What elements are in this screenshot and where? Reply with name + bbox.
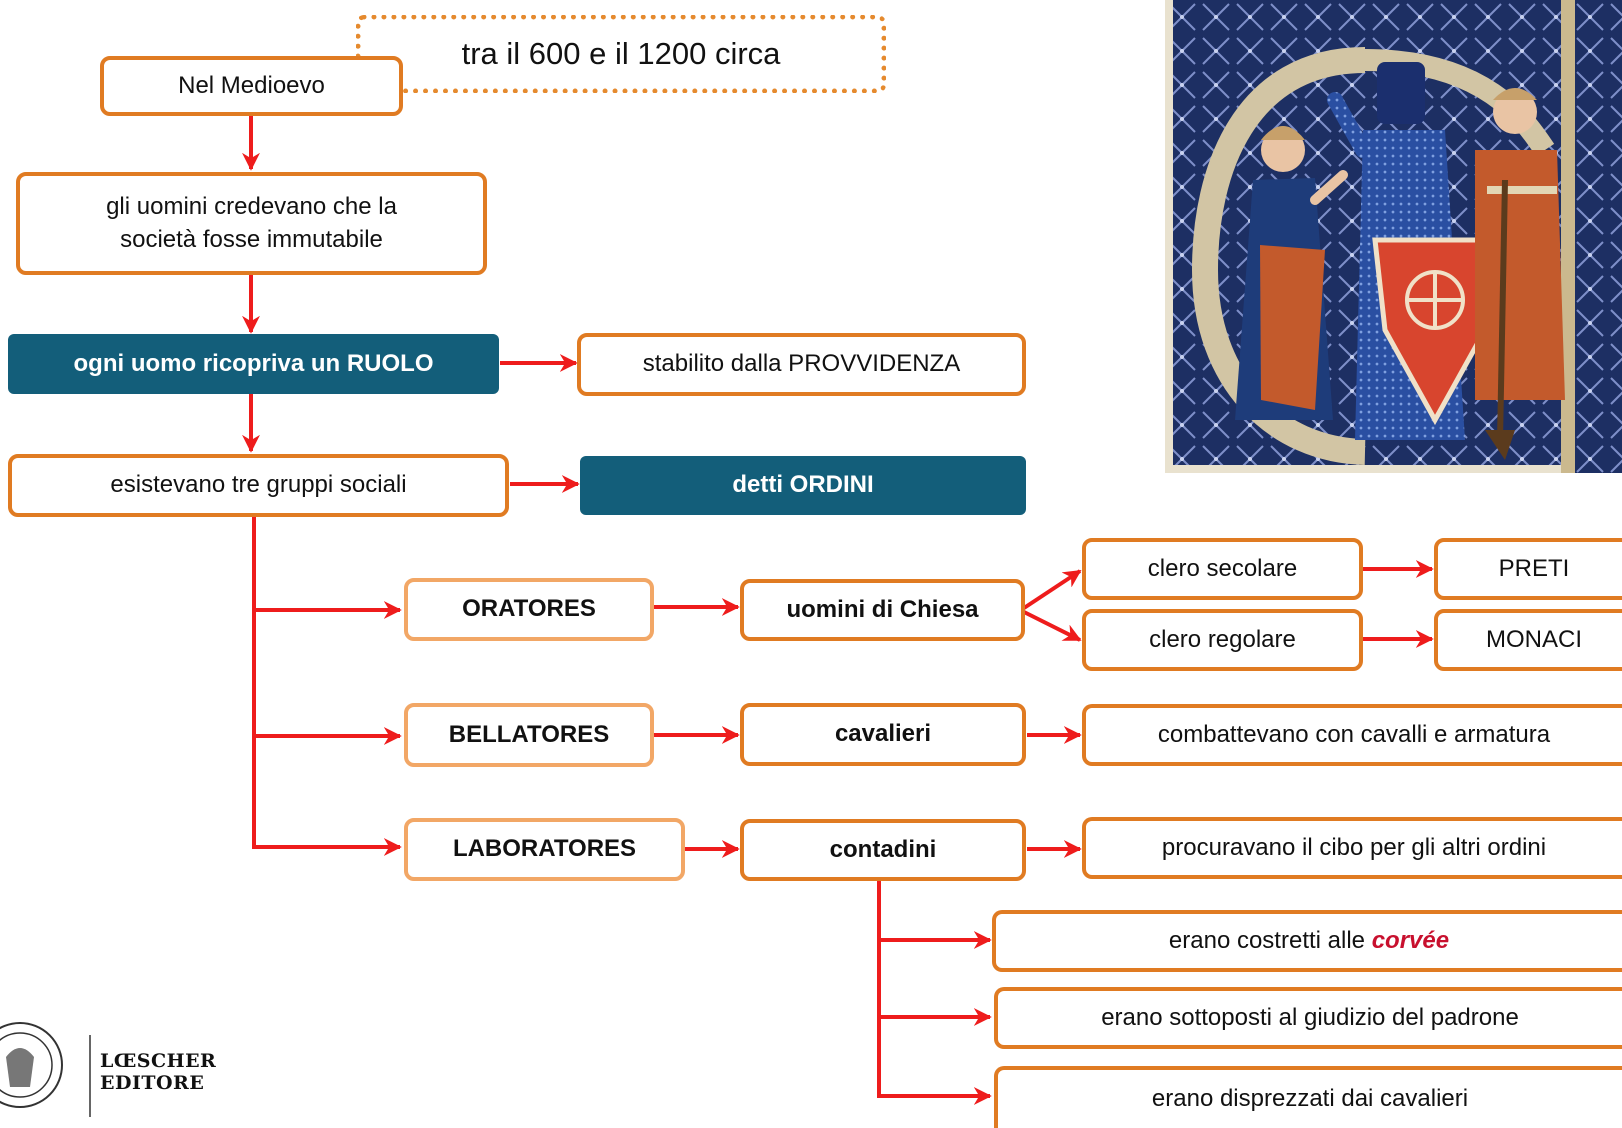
despised-box: erano disprezzati dai cavalieri: [994, 1066, 1622, 1128]
publisher-name: LŒSCHER EDITORE: [100, 1050, 216, 1094]
orders-label: detti ORDINI: [732, 471, 874, 499]
medioevo-label: Nel Medioevo: [178, 71, 325, 99]
laboratores-box: LABORATORES: [404, 818, 685, 881]
medioevo-box: Nel Medioevo: [100, 56, 403, 116]
arrow-chiesa-regolare: [1023, 610, 1082, 642]
monaci-box: MONACI: [1434, 609, 1622, 671]
oratores-label: ORATORES: [462, 595, 596, 623]
publisher-line-1: LŒSCHER: [100, 1050, 217, 1072]
laboratores-label: LABORATORES: [452, 835, 637, 863]
publisher-seal-logo: [0, 1022, 91, 1117]
cavalieri-label: cavalieri: [834, 720, 932, 748]
contadini-box: contadini: [740, 819, 1026, 881]
chiesa-label: uomini di Chiesa: [786, 595, 979, 623]
monaci-label: MONACI: [1486, 625, 1582, 653]
corvee-box: erano costretti alle corvée: [992, 910, 1622, 972]
secolare-label: clero secolare: [1147, 554, 1298, 582]
corvee-term: corvée: [1371, 926, 1450, 954]
oratores-box: ORATORES: [404, 578, 654, 641]
role-label: ogni uomo ricopriva un RUOLO: [73, 349, 434, 377]
contadini-detail-label: procuravano il cibo per gli altri ordini: [1161, 833, 1547, 861]
chiesa-box: uomini di Chiesa: [740, 579, 1025, 641]
regolare-label: clero regolare: [1149, 625, 1296, 653]
judgement-label: erano sottoposti al giudizio del padrone: [1101, 1003, 1519, 1031]
contadini-detail-box: procuravano il cibo per gli altri ordini: [1082, 817, 1622, 879]
regolare-box: clero regolare: [1082, 609, 1363, 671]
cavalieri-detail-label: combattevano con cavalli e armatura: [1157, 720, 1551, 748]
judgement-box: erano sottoposti al giudizio del padrone: [994, 987, 1622, 1049]
arrow-chiesa-secolare: [1022, 569, 1082, 610]
period-label: tra il 600 e il 1200 circa: [461, 36, 781, 72]
corvee-prefix: erano costretti alle: [1168, 926, 1372, 954]
role-box: ogni uomo ricopriva un RUOLO: [8, 334, 499, 394]
bellatores-label: BELLATORES: [448, 720, 610, 748]
belief-label: gli uomini credevano che la società foss…: [106, 193, 397, 253]
cavalieri-box: cavalieri: [740, 703, 1026, 766]
preti-label: PRETI: [1498, 554, 1570, 582]
groups-label: esistevano tre gruppi sociali: [110, 471, 407, 499]
corvee-label: erano costretti alle corvée: [1169, 925, 1449, 957]
preti-box: PRETI: [1434, 538, 1622, 600]
providence-label: stabilito dalla PROVVIDENZA: [642, 350, 961, 378]
orders-box: detti ORDINI: [580, 456, 1026, 515]
publisher-line-2: EDITORE: [100, 1072, 205, 1094]
contadini-label: contadini: [829, 835, 937, 863]
groups-box: esistevano tre gruppi sociali: [8, 454, 509, 517]
bellatores-box: BELLATORES: [404, 703, 654, 767]
secolare-box: clero secolare: [1082, 538, 1363, 600]
despised-label: erano disprezzati dai cavalieri: [1151, 1084, 1469, 1112]
medieval-illumination-image: [1165, 0, 1622, 473]
period-box: tra il 600 e il 1200 circa: [356, 15, 886, 93]
cavalieri-detail-box: combattevano con cavalli e armatura: [1082, 704, 1622, 766]
belief-box: gli uomini credevano che la società foss…: [16, 172, 487, 275]
providence-box: stabilito dalla PROVVIDENZA: [577, 333, 1026, 396]
